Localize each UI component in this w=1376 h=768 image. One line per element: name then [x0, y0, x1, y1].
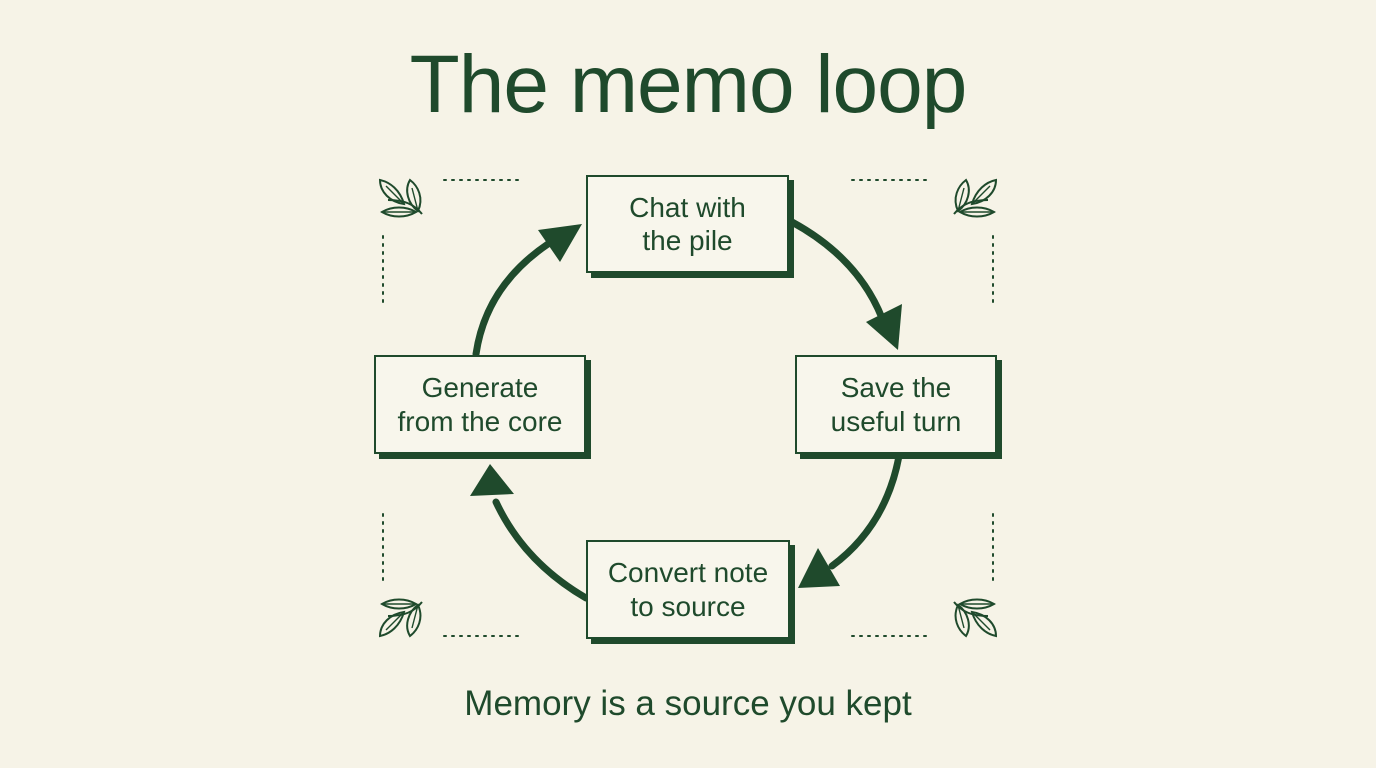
step-box-save: Save the useful turn: [795, 355, 997, 454]
diagram-caption: Memory is a source you kept: [464, 684, 912, 723]
dotted-frame: [382, 179, 994, 637]
step-label-line2: from the core: [397, 405, 563, 437]
step-box-generate: Generate from the core: [374, 355, 586, 454]
leaf-sprig-icon: [379, 598, 423, 637]
leaf-sprig-icon: [379, 179, 423, 218]
step-label-line1: Generate: [421, 372, 539, 404]
step-label-line1: Convert note: [607, 557, 769, 589]
arrow-bottom-to-left: [470, 464, 590, 602]
step-label-line1: Save the: [840, 372, 952, 404]
step-label-line2: useful turn: [830, 405, 962, 437]
step-label-line1: Chat with: [629, 191, 746, 223]
step-box-chat: Chat with the pile: [586, 175, 789, 273]
step-label-line2: the pile: [642, 225, 733, 256]
arrow-top-to-right: [788, 218, 902, 350]
step-box-convert: Convert note to source: [586, 540, 790, 639]
step-label-line2: to source: [630, 590, 746, 622]
diagram-title: The memo loop: [409, 39, 968, 130]
arrow-right-to-bottom: [798, 452, 903, 588]
leaf-sprig-icon: [953, 179, 997, 218]
arrow-left-to-top: [472, 224, 582, 358]
leaf-sprig-icon: [953, 598, 997, 637]
